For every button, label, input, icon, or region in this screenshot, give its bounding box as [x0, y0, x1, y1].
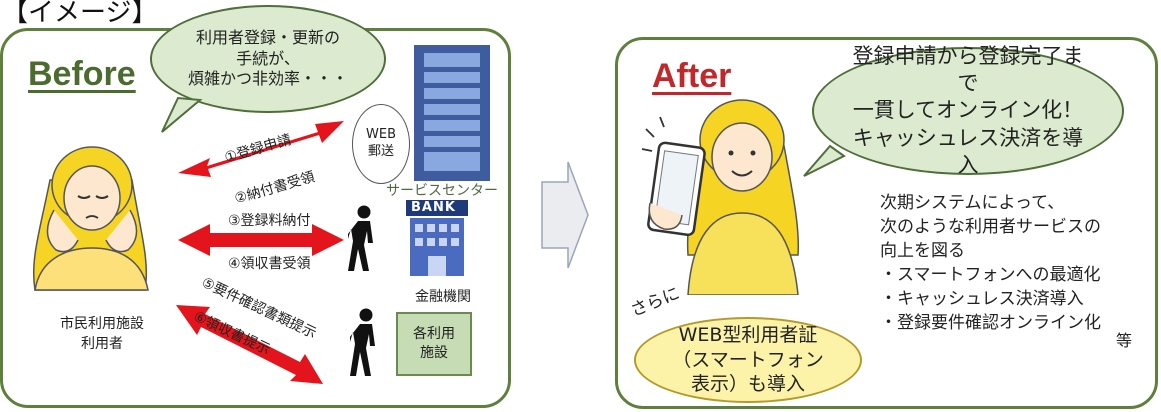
improvement-description: 次期システムによって、 次のような利用者サービスの 向上を図る ・スマートフォン…: [880, 191, 1101, 335]
description-line: 向上を図る: [880, 241, 965, 261]
bubble-tail-after: [803, 144, 846, 177]
bubble-line: 利用者登録・更新の: [195, 27, 340, 47]
image-caption: 【イメージ】: [2, 0, 158, 28]
bubble-line: 煩雑かつ非効率・・・: [187, 69, 348, 89]
service-center-label: サービスセンター: [386, 183, 498, 199]
arrow-bank: [178, 224, 344, 256]
facility-box: 各利用 施設: [396, 312, 472, 376]
description-line: ・登録要件確認オンライン化: [880, 313, 1101, 333]
user-label-line: 市民利用施設: [60, 316, 144, 332]
after-title: After: [652, 57, 732, 95]
web-id-card-bubble: WEB型利用者証 （スマートフォン 表示）も導入: [634, 317, 862, 403]
bubble-line: 一貫してオンライン化！: [852, 98, 1084, 123]
description-line: 次期システムによって、: [880, 193, 1065, 213]
arrow-facility: [176, 305, 323, 384]
bubble-line: 登録申請から登録完了まで: [852, 43, 1084, 96]
description-line: ・キャッシュレス決済導入: [880, 289, 1084, 309]
after-speech-bubble: 登録申請から登録完了まで 一貫してオンライン化！ キャッシュレス決済を導入: [812, 44, 1124, 177]
bank-icon: [406, 200, 468, 276]
bank-sign: BANK: [411, 200, 456, 215]
etc-label: 等: [1116, 331, 1133, 350]
description-line: ・スマートフォンへの最適化: [880, 265, 1101, 285]
step-4-label: ④領収書受領: [228, 256, 311, 272]
bubble-tail-before: [161, 96, 203, 133]
transition-arrow-icon: [541, 161, 589, 269]
facility-line: 施設: [420, 345, 448, 361]
bubble-line: 手続が、: [236, 48, 300, 68]
arrows-layer: [176, 121, 344, 384]
card-line: （スマートフォン: [672, 348, 824, 371]
building-icon: [414, 45, 490, 181]
web-post-label: WEB 郵送: [352, 104, 410, 184]
post-label: 郵送: [367, 144, 394, 159]
description-line: 次のような利用者サービスの: [880, 217, 1101, 237]
step-3-label: ③登録料納付: [228, 213, 311, 229]
user-label-line: 利用者: [81, 335, 123, 352]
card-line: WEB型利用者証: [678, 323, 818, 346]
web-label: WEB: [366, 127, 396, 143]
before-title: Before: [28, 55, 136, 93]
bubble-line: キャッシュレス決済を導入: [852, 125, 1084, 177]
before-speech-bubble: 利用者登録・更新の 手続が、 煩雑かつ非効率・・・: [150, 5, 386, 113]
walking-person-icon: [350, 308, 375, 376]
worried-woman-illustration: [32, 146, 149, 291]
walking-person-icon: [348, 205, 373, 271]
bank-label: 金融機関: [415, 289, 471, 305]
card-line: 表示）も導入: [690, 373, 805, 396]
arrow-service-center: [178, 121, 344, 177]
facility-line: 各利用: [413, 326, 455, 343]
smiling-woman-with-phone-illustration: [641, 99, 800, 295]
user-label: 市民利用施設 利用者: [60, 315, 144, 354]
